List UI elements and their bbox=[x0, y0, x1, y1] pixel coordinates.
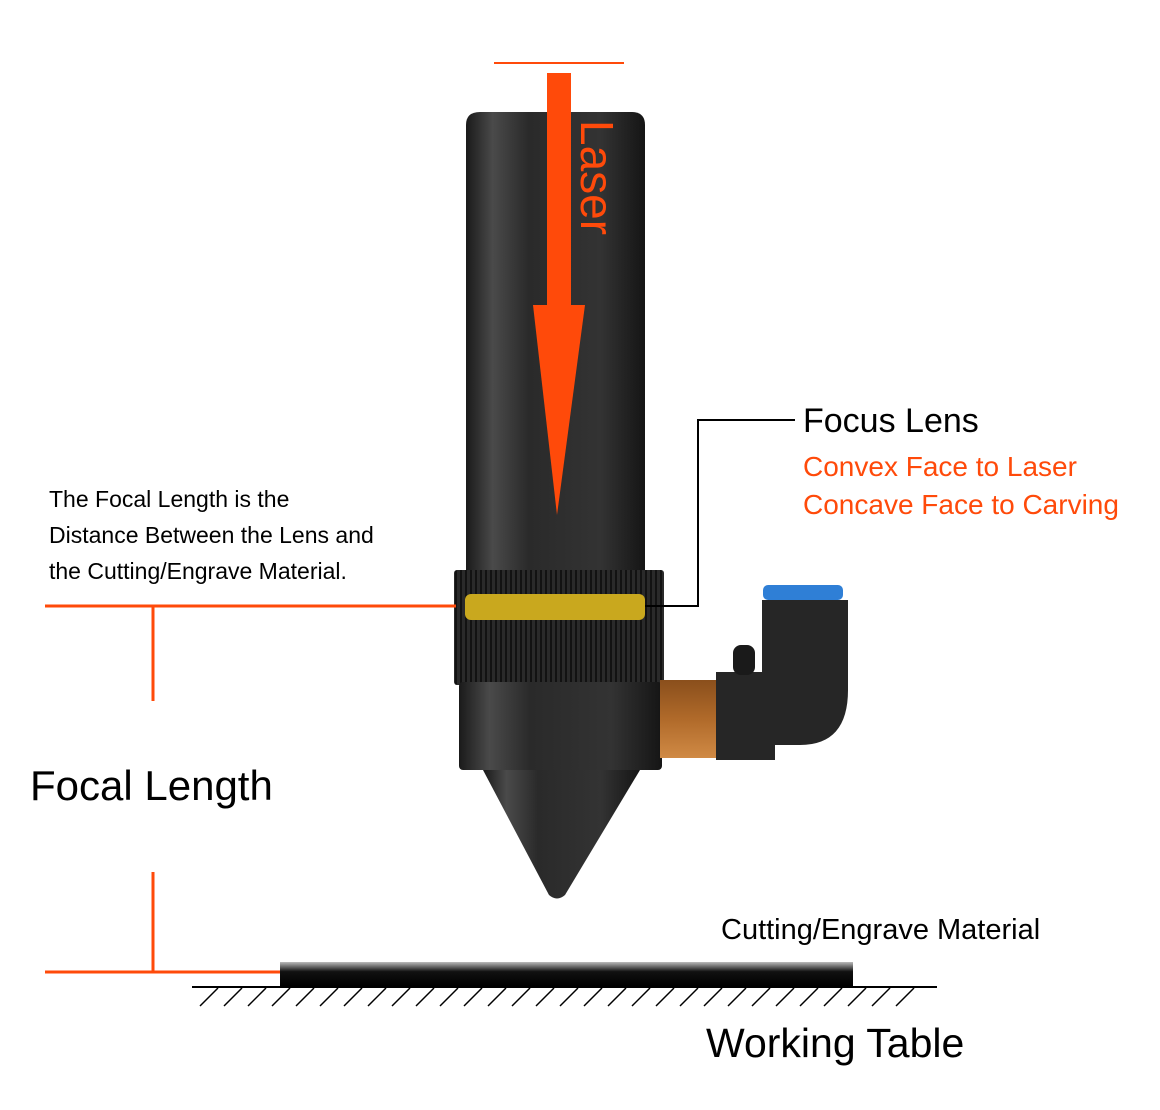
focal-description-2: Distance Between the Lens and bbox=[49, 522, 374, 548]
air-cap bbox=[763, 585, 843, 600]
hatch-mark bbox=[391, 987, 411, 1007]
hatch-mark bbox=[223, 987, 243, 1007]
hatch-mark bbox=[631, 987, 651, 1007]
hatch-mark bbox=[895, 987, 915, 1007]
hatch-mark bbox=[535, 987, 555, 1007]
knurled-ring bbox=[454, 570, 664, 685]
material-plate bbox=[280, 962, 853, 986]
nozzle-body bbox=[459, 682, 662, 770]
table-hatching bbox=[199, 987, 915, 1007]
focal-description-3: the Cutting/Engrave Material. bbox=[49, 558, 347, 584]
focus-lens-title: Focus Lens bbox=[803, 402, 979, 440]
hatch-mark bbox=[511, 987, 531, 1007]
hatch-mark bbox=[727, 987, 747, 1007]
hatch-mark bbox=[463, 987, 483, 1007]
hatch-mark bbox=[847, 987, 867, 1007]
hatch-mark bbox=[559, 987, 579, 1007]
air-nipple bbox=[733, 645, 755, 675]
material-label: Cutting/Engrave Material bbox=[721, 914, 1041, 946]
focal-description-1: The Focal Length is the bbox=[49, 486, 290, 512]
hatch-mark bbox=[199, 987, 219, 1007]
air-elbow bbox=[716, 600, 848, 760]
laser-label: Laser bbox=[571, 120, 623, 236]
hatch-mark bbox=[607, 987, 627, 1007]
hatch-mark bbox=[655, 987, 675, 1007]
hatch-mark bbox=[871, 987, 891, 1007]
focus-lens-note-1: Convex Face to Laser bbox=[803, 451, 1077, 482]
focal-length-label: Focal Length bbox=[30, 762, 273, 809]
laser-arrow-shaft bbox=[547, 73, 571, 308]
nozzle-cone bbox=[483, 770, 640, 899]
hatch-mark bbox=[439, 987, 459, 1007]
hatch-mark bbox=[583, 987, 603, 1007]
hatch-mark bbox=[775, 987, 795, 1007]
hatch-mark bbox=[415, 987, 435, 1007]
brass-fitting bbox=[660, 680, 716, 758]
hatch-mark bbox=[343, 987, 363, 1007]
hatch-mark bbox=[367, 987, 387, 1007]
focus-lens-callout-line bbox=[645, 419, 795, 607]
hatch-mark bbox=[247, 987, 267, 1007]
hatch-mark bbox=[823, 987, 843, 1007]
hatch-mark bbox=[799, 987, 819, 1007]
hatch-mark bbox=[295, 987, 315, 1007]
hatch-mark bbox=[271, 987, 291, 1007]
hatch-mark bbox=[319, 987, 339, 1007]
focus-lens-band bbox=[465, 594, 645, 620]
focus-lens-note-2: Concave Face to Carving bbox=[803, 489, 1119, 520]
working-table-label: Working Table bbox=[706, 1020, 965, 1066]
hatch-mark bbox=[487, 987, 507, 1007]
hatch-mark bbox=[703, 987, 723, 1007]
hatch-mark bbox=[679, 987, 699, 1007]
laser-arrow-head bbox=[533, 305, 585, 515]
hatch-mark bbox=[751, 987, 771, 1007]
